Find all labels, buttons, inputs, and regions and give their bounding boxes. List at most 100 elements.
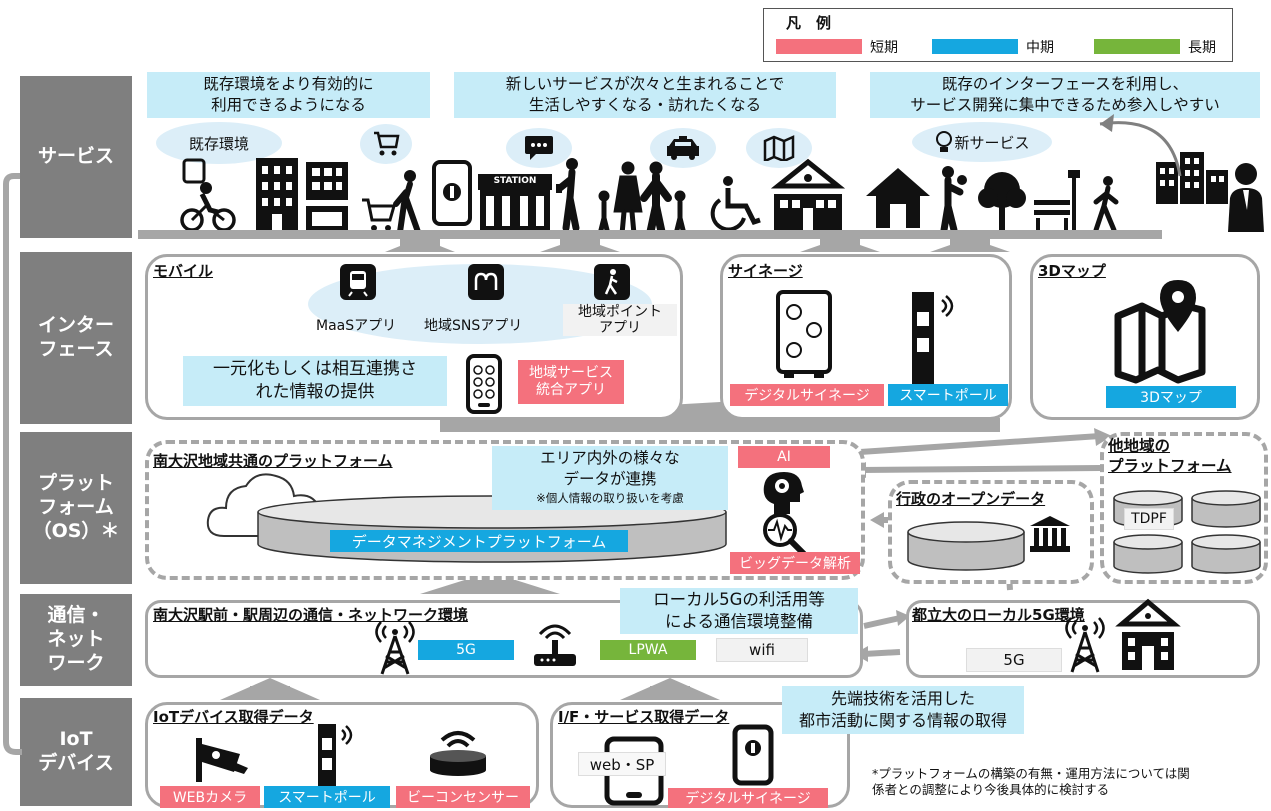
unified-info-text: 一元化もしくは相互連携さ れた情報の提供 (183, 356, 447, 406)
wifi-router-icon (534, 624, 576, 666)
3d-map-tag: 3Dマップ (1106, 386, 1236, 408)
privacy-note: ※個人情報の取り扱いを考慮 (536, 490, 684, 505)
layer-label-platform: プラット フォーム （OS）＊ (20, 432, 132, 584)
person-with-phone-icon (556, 158, 580, 232)
university-5g-title: 都立大のローカル5G環境 (912, 606, 1085, 624)
platform-cooperation-box: エリア内外の様々な データが連携 ※個人情報の取り扱いを考慮 (492, 446, 728, 510)
cart-bubble (360, 124, 412, 164)
layer-connector-arrow (3, 173, 22, 755)
beacon-sensor-icon (430, 731, 486, 776)
if-service-title: I/F・サービス取得データ (558, 708, 730, 726)
taxi-bubble (650, 128, 716, 168)
smart-pole-icon (912, 292, 954, 384)
park-tree-bench-icon (978, 170, 1080, 232)
opendata-cylinder (907, 521, 1025, 571)
train-app-icon (340, 264, 376, 300)
shopper-with-cart-icon (362, 170, 421, 235)
legend-title: 凡 例 (786, 14, 832, 32)
3d-map-pin-icon (1114, 280, 1206, 384)
store-building-icon (306, 162, 348, 230)
service-banner-interface: 既存のインターフェースを利用し、 サービス開発に集中できるため参入しやすい (870, 72, 1260, 118)
integrated-app-tag: 地域サービス 統合アプリ (518, 360, 624, 404)
businessperson-icon (1228, 163, 1264, 232)
layer-label-iot: IoT デバイス (20, 698, 132, 806)
digital-signage-icon (776, 290, 832, 378)
office-building-icon (256, 158, 298, 230)
analytics-magnifier-icon (763, 513, 807, 557)
signage-kiosk-icon (432, 160, 472, 226)
ai-tag: AI (738, 446, 830, 468)
university-antenna-icon (1065, 617, 1105, 673)
signage-panel-title: サイネージ (728, 262, 803, 280)
footnote: *プラットフォームの構築の有無・運用方法については関 係者との調整により今後具体… (872, 766, 1190, 798)
station-sign: STATION (493, 176, 537, 186)
iot-smart-pole-tag: スマートポール (264, 786, 390, 808)
map3d-panel-title: 3Dマップ (1038, 262, 1106, 280)
legend-swatch-long (1094, 39, 1180, 54)
iot-smart-pole-icon (318, 724, 353, 788)
legend-swatch-mid (932, 39, 1018, 54)
web-sp-tag: web・SP (578, 752, 666, 776)
service-ground-bar (138, 230, 1162, 239)
university-building-icon (1115, 598, 1181, 670)
smart-pole-tag: スマートポール (888, 384, 1008, 406)
shopping-cart-icon (374, 131, 400, 156)
platform-panel-title: 南大沢地域共通のプラットフォーム (153, 452, 393, 470)
layer-label-service: サービス (20, 76, 132, 238)
school-building-icon (770, 158, 846, 230)
opendata-panel-title: 行政のオープンデータ (896, 490, 1046, 508)
app-label-maas: MaaSアプリ (316, 318, 397, 334)
chat-bubble (506, 128, 572, 168)
platform-cooperation-text: エリア内外の様々な データが連携 (540, 449, 680, 488)
map-bubble (746, 128, 812, 168)
taxi-icon (667, 136, 699, 160)
sns-app-icon (468, 264, 504, 300)
ai-head-icon (763, 472, 804, 514)
layer-label-interface: インター フェース (20, 252, 132, 424)
wheelchair-icon (710, 176, 761, 232)
mobile-panel-title: モバイル (153, 262, 214, 280)
university-5g-tag: 5G (966, 648, 1062, 672)
integrated-app-phone-icon (466, 354, 502, 414)
digital-signage-tag: デジタルサイネージ (730, 384, 884, 406)
layer-label-network: 通信・ ネット ワーク (20, 594, 132, 686)
walking-person-icon (1093, 176, 1119, 233)
other-region-cylinders (1113, 490, 1261, 574)
iot-signage-icon (732, 724, 774, 786)
service-banner-existing: 既存環境をより有効的に 利用できるようになる (147, 72, 430, 118)
bubble-new-service-label: 新サービス (954, 133, 1030, 152)
chat-icon (525, 136, 553, 160)
legend-label-mid: 中期 (1026, 40, 1054, 56)
service-banner-new: 新しいサービスが次々と生まれることで 生活しやすくなる・訪れたくなる (454, 72, 836, 118)
bigdata-tag: ビッグデータ解析 (730, 552, 860, 574)
app-label-sns: 地域SNSアプリ (424, 318, 523, 334)
bubble-existing: 既存環境 (156, 122, 282, 164)
parent-carrying-child-icon (940, 166, 967, 234)
family-icon (597, 161, 687, 238)
network-lpwa-tag: LPWA (600, 640, 696, 660)
webcam-tag: WEBカメラ (160, 786, 260, 808)
local5g-text: ローカル5Gの利活用等 による通信環境整備 (620, 588, 858, 634)
beacon-sensor-tag: ビーコンセンサー (396, 786, 530, 808)
city-buildings-icon (1156, 152, 1228, 204)
lightbulb-icon (936, 131, 953, 152)
iot-device-title: IoTデバイス取得データ (153, 708, 314, 726)
station-building-icon (478, 174, 552, 230)
bubble-new-service: 新サービス (912, 122, 1052, 162)
legend-label-long: 長期 (1188, 40, 1216, 56)
curved-arrow-to-new-service (1099, 114, 1182, 177)
network-panel-title: 南大沢駅前・駅周辺の通信・ネットワーク環境 (153, 606, 469, 624)
other-region-title: 他地域の プラットフォーム (1108, 437, 1232, 476)
antenna-tower-icon (375, 621, 415, 675)
legend-label-short: 短期 (870, 40, 898, 56)
station-icon: STATION (478, 168, 552, 230)
network-5g-tag: 5G (418, 640, 514, 660)
delivery-cyclist-icon (180, 158, 236, 232)
advanced-tech-text: 先端技術を活用した 都市活動に関する情報の取得 (782, 686, 1024, 734)
app-label-points: 地域ポイント アプリ (563, 304, 677, 337)
web-camera-icon (196, 738, 248, 782)
map-icon (763, 135, 795, 161)
house-icon (866, 168, 930, 228)
legend-swatch-short (776, 39, 862, 54)
walking-app-icon (594, 264, 630, 300)
